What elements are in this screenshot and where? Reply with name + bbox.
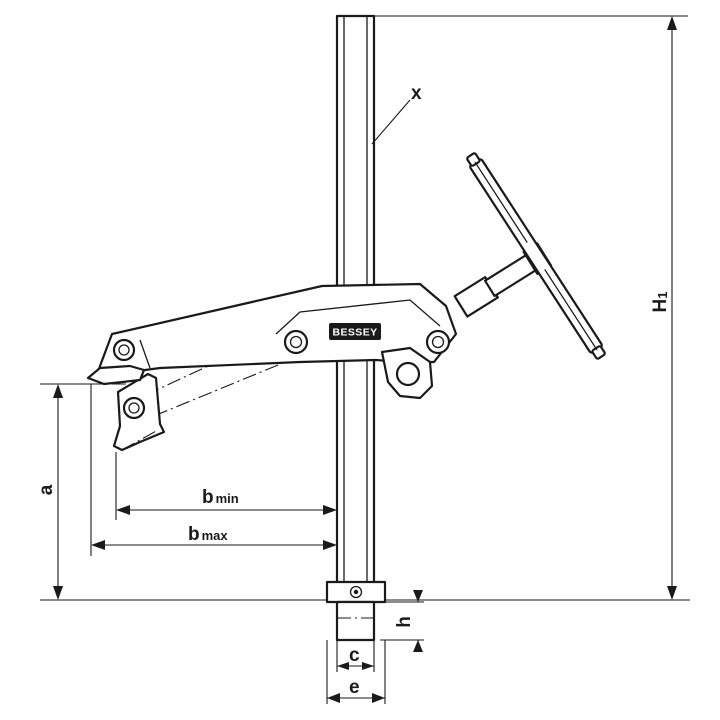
- h-arrow-top: [413, 590, 423, 602]
- x-callout: x: [371, 83, 422, 145]
- h1-arrow-bottom: [667, 586, 677, 600]
- open-jaw-pad-hidden: [121, 429, 159, 451]
- bmax-arrow-right: [323, 540, 337, 550]
- set-screw-center-icon: [353, 589, 359, 595]
- arm-rib-line: [275, 299, 441, 335]
- base-mount: [325, 580, 387, 642]
- brand-plate: [329, 323, 381, 340]
- dimension-h1: H1: [650, 16, 677, 600]
- label-x: x: [411, 83, 422, 104]
- dimension-e: e: [327, 677, 385, 703]
- h-arrow-bottom: [413, 640, 423, 652]
- dimension-c: c: [337, 645, 374, 670]
- spindle-assembly: [453, 152, 606, 360]
- e-arrow-right: [372, 693, 385, 703]
- a-arrow-top: [53, 384, 63, 398]
- open-jaw-pivot-inner: [128, 402, 140, 414]
- jaw-tip: [86, 364, 146, 386]
- t-handle-groove-upper: [474, 161, 528, 243]
- arm-inner-edge: [139, 339, 151, 369]
- e-arrow-left: [327, 693, 340, 703]
- brand-label: BESSEY: [333, 327, 378, 339]
- dimension-h: h: [394, 590, 423, 652]
- label-c: c: [349, 645, 360, 666]
- extension-lines: [40, 15, 690, 704]
- rear-pivot-inner: [431, 335, 445, 349]
- bmin-arrow-left: [116, 505, 130, 515]
- link-pivot-outer: [395, 361, 421, 387]
- label-a: a: [36, 484, 57, 495]
- dimension-a: a: [36, 384, 63, 600]
- label-h: h: [394, 616, 415, 628]
- t-handle-bar: [469, 158, 603, 354]
- bmin-arrow-right: [323, 505, 337, 515]
- bmax-arrow-left: [91, 540, 105, 550]
- open-jaw-position: [112, 372, 166, 452]
- h1-arrow-top: [667, 16, 677, 30]
- front-pivot-inner: [118, 344, 130, 356]
- t-handle-groove-lower: [544, 269, 598, 351]
- c-arrow-right: [362, 662, 374, 670]
- label-e: e: [349, 677, 360, 698]
- brand-badge: BESSEY: [329, 323, 381, 340]
- clamping-arm: [86, 282, 458, 400]
- middle-pivot-inner: [289, 335, 303, 349]
- label-h1: H1: [650, 292, 671, 313]
- base-pin: [335, 600, 376, 642]
- x-leader-line: [371, 99, 411, 145]
- c-arrow-left: [337, 662, 349, 670]
- a-arrow-bottom: [53, 586, 63, 600]
